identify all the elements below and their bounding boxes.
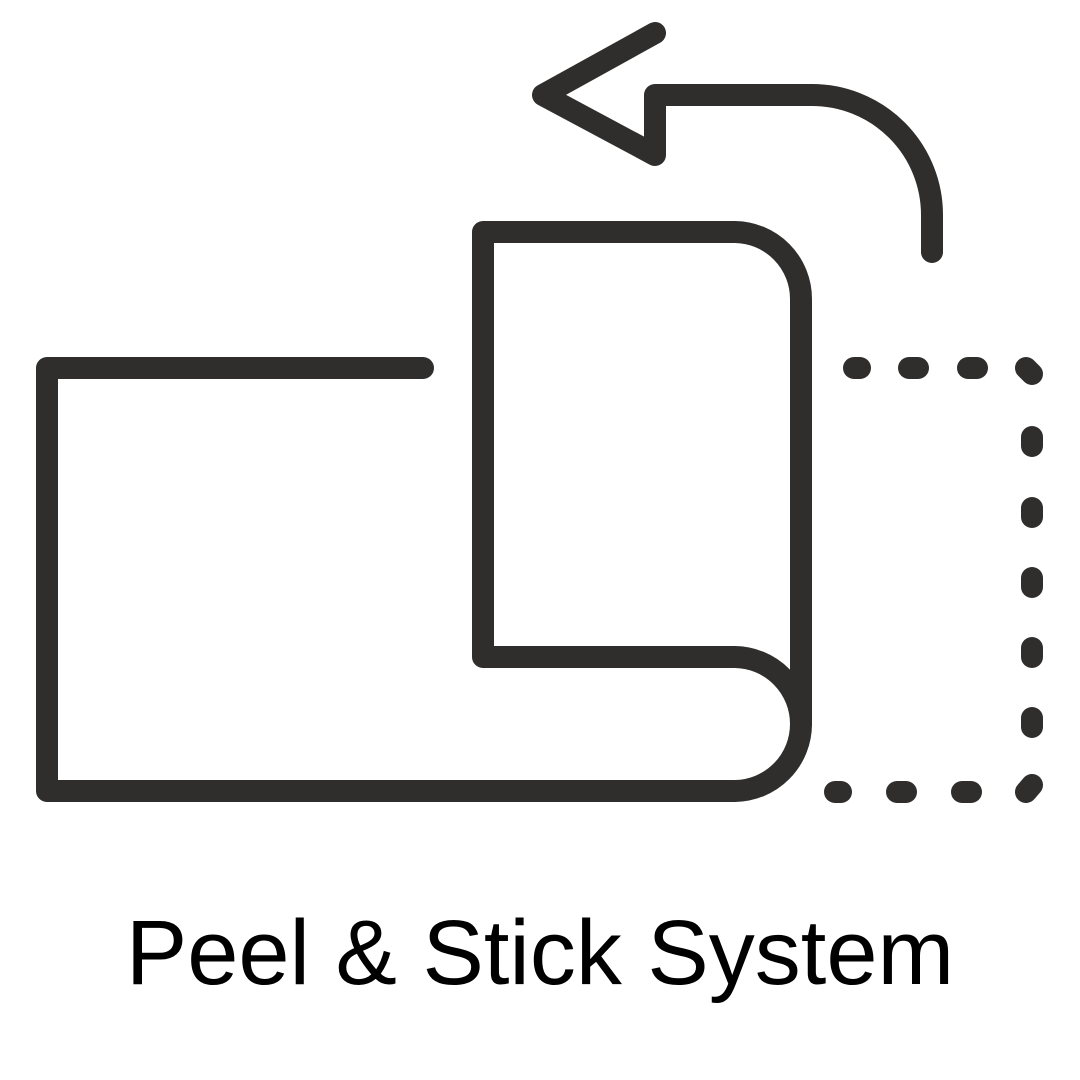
dotted-placement-outline bbox=[824, 357, 1043, 803]
caption-title: Peel & Stick System bbox=[125, 902, 955, 1004]
curved-arrow-icon bbox=[532, 22, 943, 263]
sheet-curl bbox=[472, 646, 812, 735]
backing-sheet-outline bbox=[36, 357, 812, 802]
arrow-body bbox=[532, 22, 943, 263]
peeled-sheet-outline bbox=[472, 221, 812, 735]
